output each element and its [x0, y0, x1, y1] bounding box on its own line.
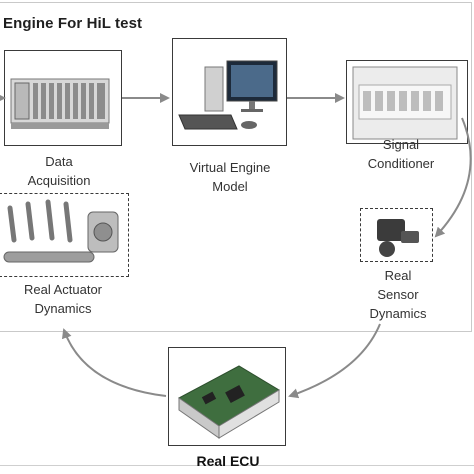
actuator-image: [0, 193, 129, 277]
virtual-engine-model-label: Virtual Engine Model: [189, 160, 271, 194]
real-sensor-dynamics-label: Real Sensor Dynamics: [369, 268, 427, 321]
sensor-image: [360, 208, 433, 262]
signal-conditioner-label: Signal Conditioner: [367, 137, 435, 171]
data-acquisition-image: [4, 50, 122, 146]
virtual-engine-model-image: [172, 38, 287, 146]
arrow-ecu-to-actuator: [61, 328, 167, 397]
real-ecu-label: Real ECU: [196, 453, 260, 469]
diagram-title: Engine For HiL test: [3, 15, 143, 32]
diagram-frame: [0, 2, 472, 332]
arrow-sensor-to-ecu: [288, 323, 381, 399]
arrow-conditioner-to-sensor: [434, 117, 472, 238]
real-actuator-dynamics-label: Real Actuator Dynamics: [23, 282, 103, 316]
data-acquisition-label: Data Acquisition: [27, 154, 91, 188]
bottom-divider: [0, 465, 474, 466]
real-ecu-image: [168, 347, 286, 446]
signal-conditioner-image: [346, 60, 468, 144]
